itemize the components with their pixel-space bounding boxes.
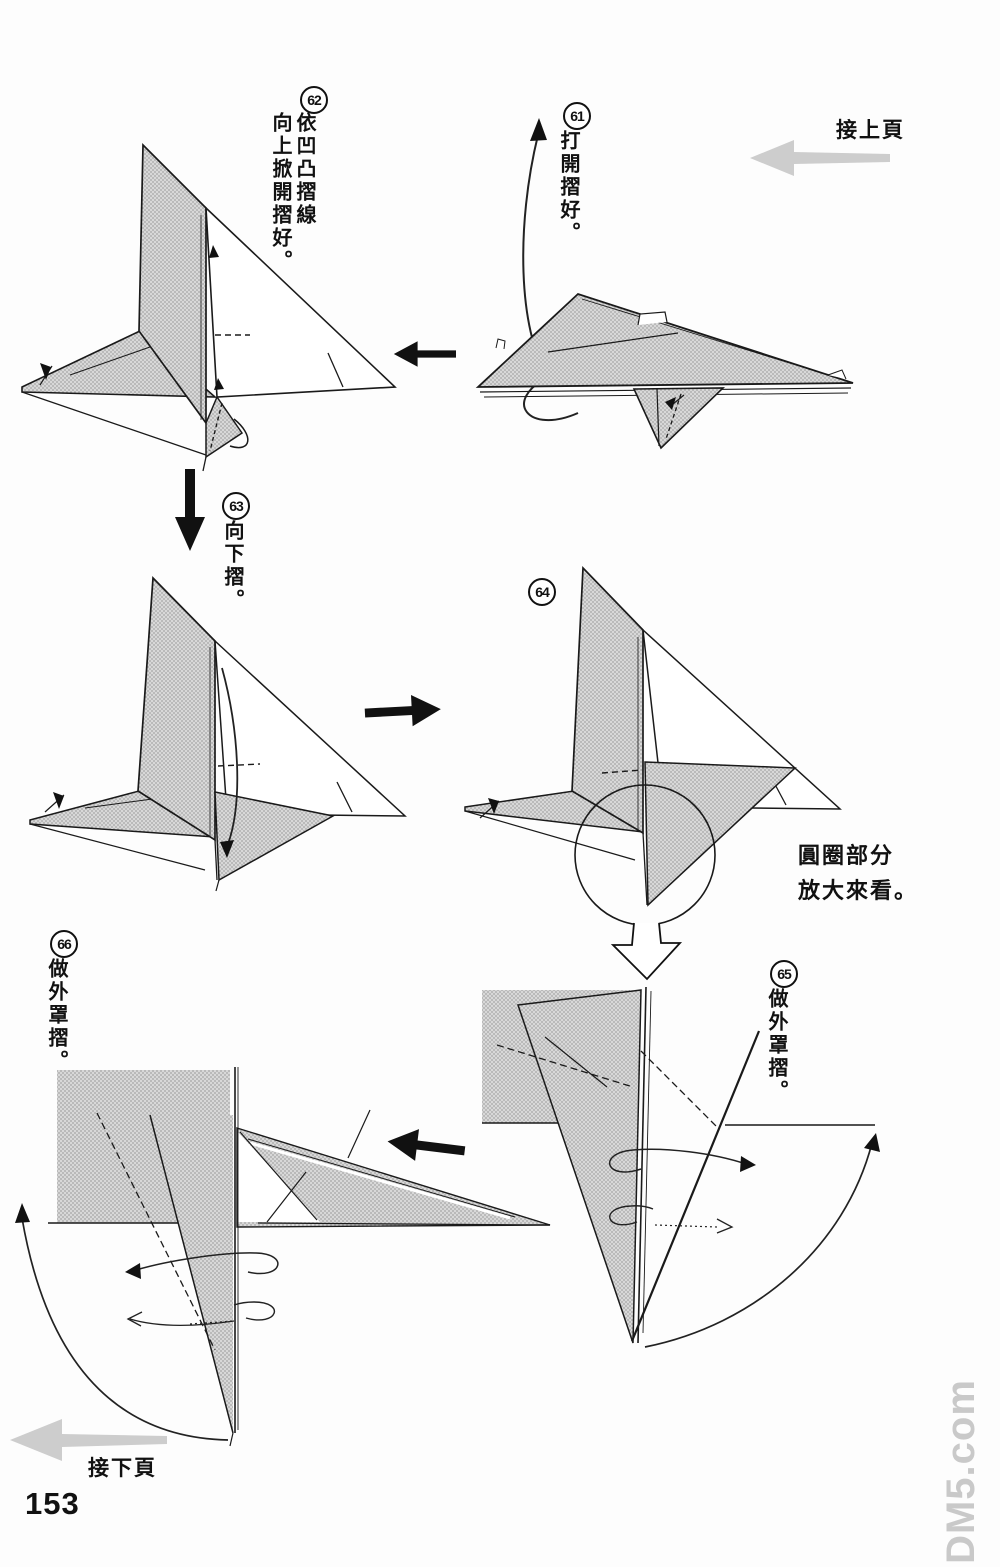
step-62-caption-col2: 向上掀開摺好。: [269, 112, 291, 273]
crease-dashed: [217, 763, 261, 767]
twist-arrow-1-head-icon: [125, 1263, 141, 1279]
step-63-number: 63: [229, 498, 244, 514]
bottom-flap: [205, 395, 244, 459]
nav-next-label: 接下頁: [88, 1457, 157, 1480]
crease-dashed: [665, 393, 682, 440]
step-62-badge: 62: [300, 86, 328, 114]
paper-body: [475, 292, 854, 388]
zoom-note-line2: 放大來看。: [798, 878, 919, 903]
left-tip-flag: [40, 363, 51, 380]
flap-arrowhead-icon: [665, 397, 676, 410]
step-61-number: 61: [570, 108, 585, 124]
crease-dashed: [601, 769, 643, 774]
step-65-caption: 做外罩摺。: [765, 988, 787, 1103]
left-wing: [21, 330, 218, 398]
down-cone: [516, 989, 642, 1344]
left-tip-flag: [488, 798, 499, 814]
twist-arrow-2-head-icon: [126, 1311, 143, 1327]
raised-flap-edge: [630, 1030, 761, 1342]
nav-next-left-arrow-icon: [10, 1419, 167, 1461]
watermark-text: DM5.com: [938, 1378, 983, 1564]
sweep-arrowhead-icon: [864, 1133, 880, 1152]
step-65-number: 65: [777, 966, 792, 982]
step-66-caption: 做外罩摺。: [45, 958, 67, 1073]
diagram-step-65: [482, 986, 880, 1348]
step-64-badge: 64: [528, 578, 556, 606]
crease-dashed-left: [496, 1044, 634, 1088]
twist-arrow-2: [233, 1301, 275, 1321]
crease-dashed: [96, 1112, 216, 1351]
diagram-step-63: [29, 576, 407, 892]
top-notch: [637, 311, 668, 326]
step-63-badge: 63: [222, 492, 250, 520]
left-tip-flag: [53, 792, 64, 809]
vertical-fin: [571, 566, 644, 835]
small-up-arrow2-icon: [214, 378, 224, 390]
step-66-number: 66: [57, 936, 72, 952]
left-tab: [495, 338, 506, 350]
bottom-flap: [644, 761, 797, 907]
curved-arrowhead-icon: [530, 118, 547, 141]
right-notch: [827, 369, 847, 380]
white-flap: [205, 206, 397, 398]
twist-arrow-1: [608, 1148, 747, 1173]
small-up-arrow-icon: [209, 245, 219, 258]
bottom-flap: [214, 791, 336, 882]
step-arrow-left-top-icon: [393, 341, 456, 367]
paper-shape: [48, 1067, 551, 1447]
crease-dashed-right: [640, 1050, 718, 1128]
step-62-number: 62: [307, 92, 322, 108]
zoom-hollow-down-arrow-icon: [610, 922, 683, 981]
paper-shape: [29, 576, 407, 892]
sweep-up-arrow: [21, 1217, 229, 1441]
fold-down-arrow-icon: [175, 469, 205, 551]
page-number: 153: [25, 1486, 80, 1521]
twist-arrow-1: [135, 1252, 279, 1275]
zoom-note-line1: 圓圈部分: [798, 843, 895, 868]
paper-shape: [482, 986, 875, 1344]
paper-shape: [21, 142, 397, 472]
right-arm: [236, 1127, 551, 1228]
nav-prev-label: 接上頁: [836, 119, 905, 142]
nav-prev-left-arrow-icon: [750, 140, 890, 176]
twist-arrow-2: [609, 1205, 654, 1226]
flat-paper-shape: [475, 292, 854, 450]
sweep-up-arrow: [644, 1142, 873, 1348]
twist-arrow-1-head-icon: [740, 1156, 756, 1172]
diagram-step-62: [21, 142, 397, 472]
diagram-step-66: [15, 1067, 551, 1447]
diagram-step-64: [464, 566, 842, 981]
fold-down-curved-arrow: [221, 667, 239, 845]
step-64-number: 64: [535, 584, 550, 600]
step-61-caption: 打開摺好。: [557, 130, 579, 245]
step-62-caption-col1: 依凹凸摺線: [293, 112, 315, 227]
step-66-badge: 66: [50, 930, 78, 958]
step-arrow-right-mid-icon: [364, 694, 441, 727]
watermark: DM5.com: [922, 1378, 1000, 1564]
fold-loop-arrow: [229, 418, 249, 449]
sweep-arrowhead-icon: [15, 1203, 30, 1223]
step-65-badge: 65: [770, 960, 798, 988]
zoom-note: 圓圈部分 放大來看。: [798, 838, 918, 908]
step-63-caption: 向下摺。: [221, 520, 243, 612]
curved-arrowhead-icon: [220, 840, 234, 858]
step-61-badge: 61: [563, 102, 591, 130]
step-arrow-left-bottom-icon: [387, 1129, 466, 1161]
bottom-flap: [632, 387, 726, 450]
diagram-step-61: [475, 118, 854, 450]
twist-arrow-2-head-icon: [716, 1218, 734, 1234]
step-62-caption: 依凹凸摺線向上掀開摺好。: [268, 112, 316, 287]
paper-shape: [464, 566, 842, 907]
